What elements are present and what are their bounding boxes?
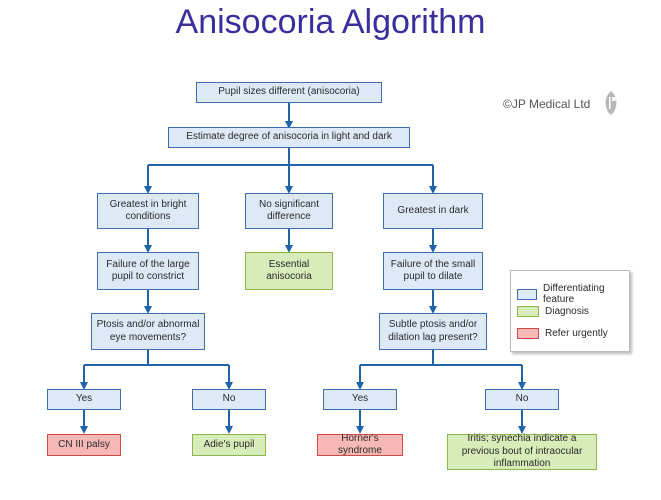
legend-item-feature: Differentiating feature: [517, 283, 629, 305]
node-essential-anisocoria: Essential anisocoria: [245, 252, 333, 290]
node-iritis: Iritis; synechia indicate a previous bou…: [447, 433, 597, 470]
node-greatest-bright: Greatest in bright conditions: [97, 193, 199, 229]
node-estimate: Estimate degree of anisocoria in light a…: [168, 127, 410, 148]
legend-swatch-feature: [517, 288, 538, 300]
node-no-right: No: [485, 389, 559, 410]
legend-item-diagnosis: Diagnosis: [517, 306, 589, 317]
node-no-difference: No significant difference: [245, 193, 333, 229]
node-horners-syndrome: Horner's syndrome: [317, 433, 403, 456]
page-title: Anisocoria Algorithm: [175, 3, 486, 41]
node-ptosis-question: Ptosis and/or abnormal eye movements?: [91, 313, 205, 350]
node-yes-left: Yes: [47, 389, 121, 410]
publisher-logo-icon: [605, 91, 617, 115]
node-failure-dilate: Failure of the small pupil to dilate: [383, 252, 483, 290]
legend-swatch-diagnosis: [517, 306, 539, 317]
node-greatest-dark: Greatest in dark: [383, 193, 483, 229]
copyright-notice: ©JP Medical Ltd: [503, 97, 591, 111]
node-cn3-palsy: CN III palsy: [47, 434, 121, 456]
node-yes-right: Yes: [323, 389, 397, 410]
legend-label-diagnosis: Diagnosis: [545, 306, 589, 317]
legend: Differentiating feature Diagnosis Refer …: [510, 270, 630, 352]
node-adies-pupil: Adie's pupil: [192, 434, 266, 456]
legend-swatch-urgent: [517, 328, 539, 339]
legend-label-urgent: Refer urgently: [545, 328, 608, 339]
node-failure-constrict: Failure of the large pupil to constrict: [97, 252, 199, 290]
node-subtle-ptosis-question: Subtle ptosis and/or dilation lag presen…: [379, 313, 487, 350]
node-start: Pupil sizes different (anisocoria): [196, 82, 382, 103]
node-no-left: No: [192, 389, 266, 410]
legend-label-feature: Differentiating feature: [543, 283, 605, 305]
legend-item-urgent: Refer urgently: [517, 328, 608, 339]
